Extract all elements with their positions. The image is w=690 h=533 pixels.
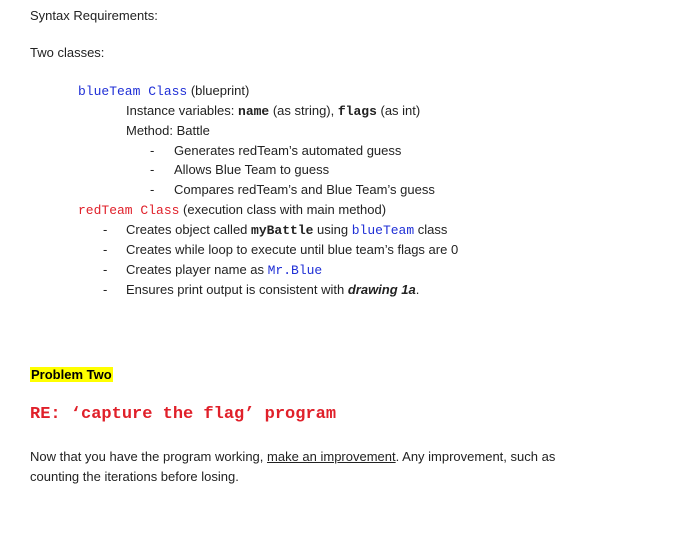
instance-vars-prefix: Instance variables: (126, 103, 239, 118)
blue-class-suffix: (blueprint) (187, 83, 250, 98)
drawing-reference: drawing 1a (347, 282, 416, 297)
code-mrblue: Mr.Blue (267, 263, 323, 278)
item1-prefix: Creates object called (126, 222, 252, 237)
bullet-dash: - (150, 182, 155, 197)
bullet-dash: - (103, 282, 108, 297)
item4-prefix: Ensures print output is consistent with (126, 282, 348, 297)
red-class-name: redTeam Class (78, 203, 180, 218)
battle-step: Allows Blue Team to guess (174, 162, 330, 177)
red-item-2: Creates while loop to execute until blue… (126, 242, 459, 257)
item1-mid: using (313, 222, 352, 237)
bullet-dash: - (103, 222, 108, 237)
item4-suffix: . (415, 282, 420, 297)
red-item-4: Ensures print output is consistent with … (126, 282, 419, 298)
instance-vars-mid: (as string), (269, 103, 338, 118)
two-classes-label: Two classes: (30, 45, 105, 60)
para-suffix: . Any improvement, such as (395, 449, 556, 464)
bullet-dash: - (150, 162, 155, 177)
red-item-3: Creates player name as Mr.Blue (126, 262, 322, 279)
instance-vars-suffix: (as int) (376, 103, 421, 118)
item1-suffix: class (414, 222, 448, 237)
problem-two-label: Problem Two (30, 367, 113, 383)
var-name: name (238, 104, 270, 119)
bullet-dash: - (103, 242, 108, 257)
code-mybattle: myBattle (251, 223, 314, 238)
item3-prefix: Creates player name as (126, 262, 268, 277)
red-class-suffix: (execution class with main method) (179, 202, 387, 217)
bullet-dash: - (150, 143, 155, 158)
heading: Syntax Requirements: (30, 8, 158, 23)
blue-class-line: blueTeam Class (blueprint) (78, 83, 249, 100)
battle-step: Generates redTeam’s automated guess (174, 143, 402, 158)
problem-two-highlight: Problem Two (30, 367, 113, 382)
bullet-dash: - (103, 262, 108, 277)
code-blueteam: blueTeam (351, 223, 415, 238)
instance-variables-line: Instance variables: name (as string), fl… (126, 103, 420, 120)
var-flags: flags (337, 104, 377, 119)
para-prefix: Now that you have the program working, (30, 449, 268, 464)
blue-class-name: blueTeam Class (78, 84, 188, 99)
re-title: RE: ‘capture the flag’ program (30, 405, 337, 424)
improvement-underlined: make an improvement (267, 449, 396, 464)
paragraph-line-1: Now that you have the program working, m… (30, 449, 555, 465)
battle-step: Compares redTeam’s and Blue Team’s guess (174, 182, 435, 197)
red-class-line: redTeam Class (execution class with main… (78, 202, 386, 219)
method-line: Method: Battle (126, 123, 210, 138)
paragraph-line-2: counting the iterations before losing. (30, 469, 239, 484)
red-item-1: Creates object called myBattle using blu… (126, 222, 447, 239)
